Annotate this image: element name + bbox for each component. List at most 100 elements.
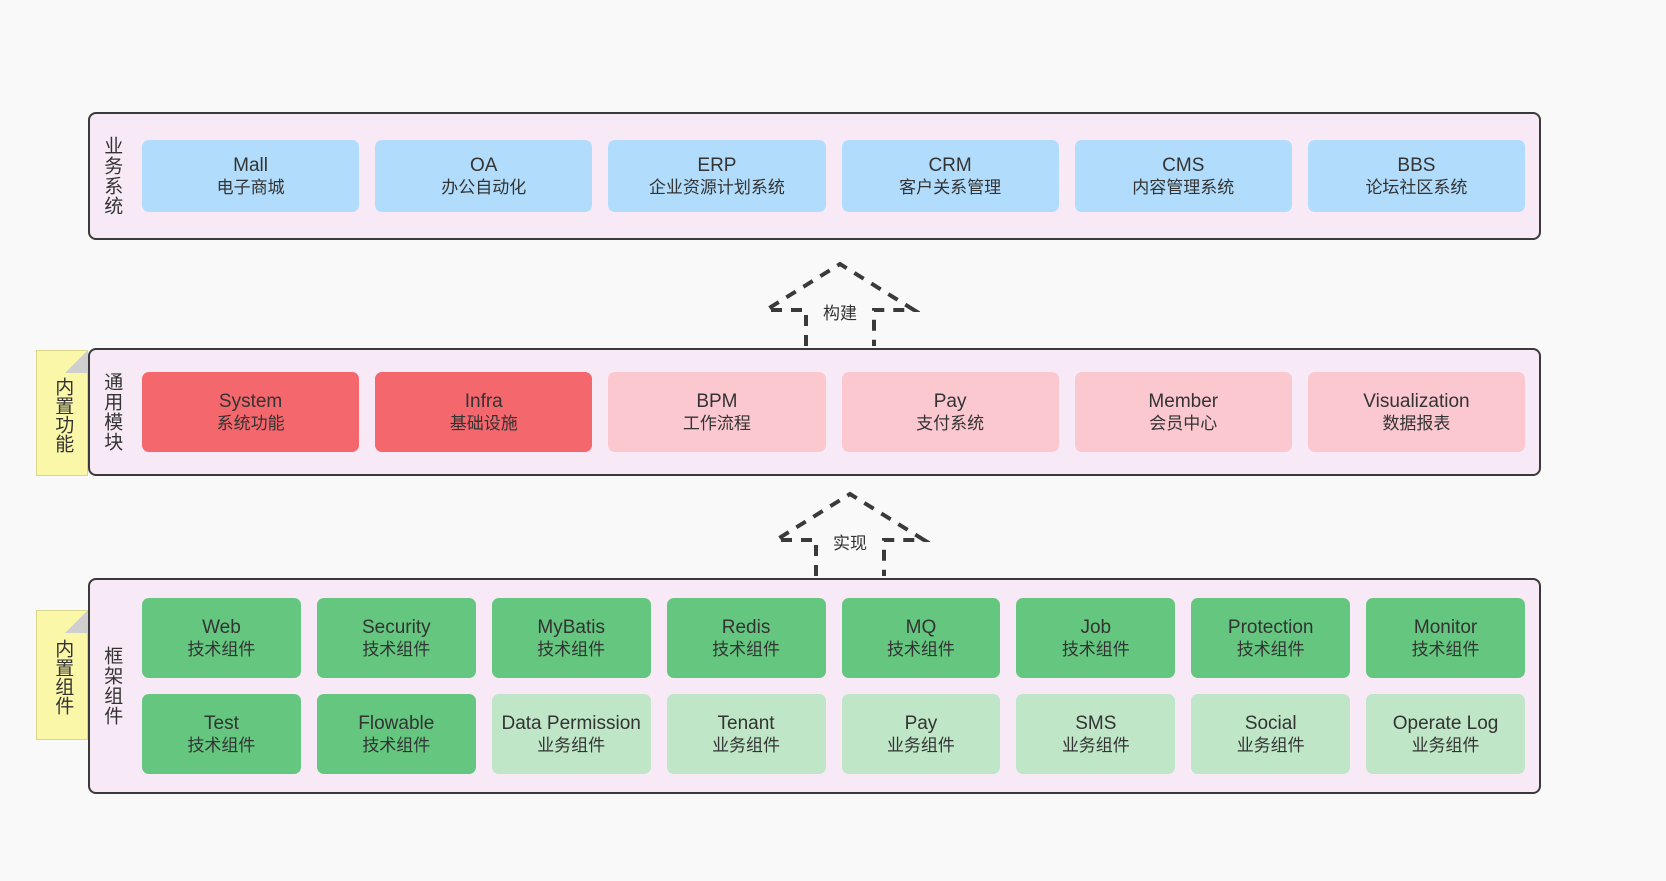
card-subtitle: 内容管理系统: [1132, 178, 1235, 198]
framework-components-row-biz: Test 技术组件 Flowable 技术组件 Data Permission …: [142, 694, 1525, 774]
framework-components-row-tech: Web 技术组件 Security 技术组件 MyBatis 技术组件 Redi…: [142, 598, 1525, 678]
card-title: Pay: [933, 390, 967, 412]
card-title: Monitor: [1413, 616, 1478, 638]
component-card-data-permission[interactable]: Data Permission 业务组件: [491, 694, 651, 774]
component-card-protection[interactable]: Protection 技术组件: [1191, 598, 1351, 678]
component-card-test[interactable]: Test 技术组件: [142, 694, 301, 774]
framework-components-layer-title: 框架组件: [101, 646, 123, 726]
card-title: OA: [470, 154, 498, 176]
card-subtitle: 支付系统: [916, 414, 985, 434]
card-subtitle: 技术组件: [1236, 640, 1305, 660]
card-subtitle: 技术组件: [1061, 640, 1130, 660]
card-subtitle: 技术组件: [712, 640, 781, 660]
business-system-card-mall[interactable]: Mall 电子商城: [142, 140, 360, 212]
business-system-card-bbs[interactable]: BBS 论坛社区系统: [1307, 140, 1526, 212]
module-card-system[interactable]: System 系统功能: [142, 372, 360, 452]
card-title: Tenant: [717, 712, 775, 734]
framework-components-body: Web 技术组件 Security 技术组件 MyBatis 技术组件 Redi…: [132, 580, 1539, 792]
component-card-monitor[interactable]: Monitor 技术组件: [1366, 598, 1525, 678]
card-subtitle: 业务组件: [1061, 736, 1130, 756]
component-card-social[interactable]: Social 业务组件: [1191, 694, 1351, 774]
component-card-mybatis[interactable]: MyBatis 技术组件: [491, 598, 651, 678]
card-subtitle: 技术组件: [362, 736, 431, 756]
card-title: Web: [202, 616, 241, 638]
business-system-card-cms[interactable]: CMS 内容管理系统: [1074, 140, 1292, 212]
card-title: Operate Log: [1392, 712, 1499, 734]
business-system-card-erp[interactable]: ERP 企业资源计划系统: [608, 140, 826, 212]
module-card-member[interactable]: Member 会员中心: [1074, 372, 1292, 452]
business-system-card-oa[interactable]: OA 办公自动化: [375, 140, 593, 212]
component-card-operate-log[interactable]: Operate Log 业务组件: [1366, 694, 1525, 774]
component-card-web[interactable]: Web 技术组件: [142, 598, 301, 678]
card-title: Visualization: [1363, 390, 1470, 412]
component-card-pay[interactable]: Pay 业务组件: [841, 694, 1001, 774]
card-subtitle: 技术组件: [1411, 640, 1480, 660]
card-title: Mall: [233, 154, 268, 176]
business-systems-layer-title: 业务系统: [101, 136, 123, 216]
note-builtin-components: 内置组件: [36, 610, 88, 740]
card-subtitle: 基础设施: [449, 414, 518, 434]
card-subtitle: 办公自动化: [441, 178, 527, 198]
card-subtitle: 业务组件: [712, 736, 781, 756]
card-subtitle: 客户关系管理: [899, 178, 1002, 198]
card-title: Member: [1148, 390, 1219, 412]
general-modules-body: System 系统功能 Infra 基础设施 BPM 工作流程 Pay 支付系统…: [132, 350, 1539, 474]
card-title: Security: [361, 616, 431, 638]
general-modules-row: System 系统功能 Infra 基础设施 BPM 工作流程 Pay 支付系统…: [142, 372, 1526, 452]
card-subtitle: 工作流程: [682, 414, 751, 434]
card-subtitle: 数据报表: [1382, 414, 1451, 434]
card-subtitle: 电子商城: [216, 178, 285, 198]
card-title: CMS: [1162, 154, 1205, 176]
component-card-mq[interactable]: MQ 技术组件: [841, 598, 1001, 678]
note-builtin-components-label: 内置组件: [52, 639, 74, 715]
card-subtitle: 技术组件: [187, 736, 256, 756]
card-title: Pay: [904, 712, 938, 734]
card-title: SMS: [1075, 712, 1117, 734]
connector-build-arrow: 构建: [760, 258, 920, 346]
connector-build-label: 构建: [823, 304, 857, 323]
card-title: CRM: [928, 154, 972, 176]
component-card-security[interactable]: Security 技术组件: [316, 598, 476, 678]
card-subtitle: 技术组件: [362, 640, 431, 660]
business-systems-layer: 业务系统 Mall 电子商城 OA 办公自动化 ERP 企业资源计划系统 CRM…: [88, 112, 1541, 240]
card-subtitle: 技术组件: [187, 640, 256, 660]
card-subtitle: 会员中心: [1149, 414, 1218, 434]
card-title: System: [218, 390, 283, 412]
component-card-job[interactable]: Job 技术组件: [1016, 598, 1176, 678]
card-title: Job: [1080, 616, 1112, 638]
card-title: Social: [1244, 712, 1297, 734]
module-card-pay[interactable]: Pay 支付系统: [841, 372, 1059, 452]
card-subtitle: 技术组件: [886, 640, 955, 660]
card-title: Flowable: [358, 712, 435, 734]
business-systems-row: Mall 电子商城 OA 办公自动化 ERP 企业资源计划系统 CRM 客户关系…: [142, 140, 1526, 212]
card-title: Data Permission: [501, 712, 641, 734]
module-card-visualization[interactable]: Visualization 数据报表: [1307, 372, 1526, 452]
note-builtin-features: 内置功能: [36, 350, 88, 476]
card-subtitle: 业务组件: [1411, 736, 1480, 756]
card-title: BPM: [696, 390, 738, 412]
card-subtitle: 系统功能: [216, 414, 285, 434]
card-subtitle: 业务组件: [537, 736, 606, 756]
component-card-flowable[interactable]: Flowable 技术组件: [316, 694, 476, 774]
card-title: Infra: [464, 390, 503, 412]
card-subtitle: 技术组件: [537, 640, 606, 660]
card-title: ERP: [697, 154, 737, 176]
business-system-card-crm[interactable]: CRM 客户关系管理: [841, 140, 1059, 212]
note-builtin-features-label: 内置功能: [52, 377, 74, 453]
card-title: MQ: [905, 616, 937, 638]
component-card-sms[interactable]: SMS 业务组件: [1016, 694, 1176, 774]
card-title: Redis: [721, 616, 771, 638]
card-title: MyBatis: [537, 616, 605, 638]
framework-components-layer: 框架组件 Web 技术组件 Security 技术组件 MyBatis 技术组件…: [88, 578, 1541, 794]
module-card-infra[interactable]: Infra 基础设施: [375, 372, 593, 452]
general-modules-layer: 通用模块 System 系统功能 Infra 基础设施 BPM 工作流程 Pay…: [88, 348, 1541, 476]
connector-realize-arrow: 实现: [770, 488, 930, 576]
business-systems-body: Mall 电子商城 OA 办公自动化 ERP 企业资源计划系统 CRM 客户关系…: [132, 114, 1539, 238]
component-card-redis[interactable]: Redis 技术组件: [666, 598, 826, 678]
card-subtitle: 业务组件: [1236, 736, 1305, 756]
module-card-bpm[interactable]: BPM 工作流程: [608, 372, 826, 452]
card-title: Protection: [1227, 616, 1314, 638]
card-title: Test: [204, 712, 239, 734]
component-card-tenant[interactable]: Tenant 业务组件: [666, 694, 826, 774]
general-modules-layer-title: 通用模块: [101, 372, 123, 452]
